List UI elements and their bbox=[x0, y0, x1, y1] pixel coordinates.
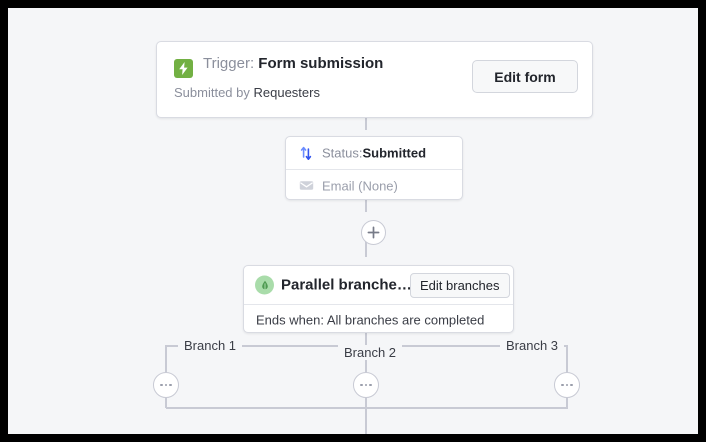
parallel-branches-footer: Ends when: All branches are completed bbox=[244, 304, 513, 332]
trigger-subtitle-value: Requesters bbox=[253, 85, 320, 100]
field-status-text: Status:Submitted bbox=[322, 146, 426, 161]
connector-branch-3-tail bbox=[566, 391, 568, 408]
envelope-icon bbox=[298, 178, 314, 194]
connector-trigger-to-status bbox=[365, 110, 367, 130]
connector-branch-1-down bbox=[165, 345, 167, 373]
ellipsis-icon bbox=[360, 383, 363, 387]
field-status-label: Status: bbox=[322, 145, 363, 161]
trigger-subtitle-prefix: Submitted by bbox=[174, 85, 250, 100]
lightning-bolt-icon bbox=[174, 59, 193, 78]
field-row-status[interactable]: Status:Submitted bbox=[286, 137, 462, 169]
plus-icon bbox=[367, 226, 380, 239]
connector-status-to-add bbox=[365, 192, 367, 212]
sort-arrows-icon bbox=[298, 145, 314, 161]
field-status-value: Submitted bbox=[362, 145, 427, 161]
branch-label-3: Branch 3 bbox=[500, 338, 565, 353]
parallel-branches-title: Parallel branche… bbox=[281, 276, 412, 294]
ellipsis-icon bbox=[561, 383, 564, 387]
trigger-fields-card[interactable]: Status:Submitted Email (None) bbox=[285, 136, 463, 200]
connector-branch-1-tail bbox=[165, 391, 167, 408]
trigger-title: Trigger: Form submission bbox=[203, 55, 383, 72]
connector-parallel-to-fanout bbox=[365, 325, 367, 347]
edit-form-button[interactable]: Edit form bbox=[472, 60, 578, 93]
parallel-branches-footer-text: Ends when: All branches are completed bbox=[256, 312, 485, 327]
add-step-button[interactable] bbox=[361, 220, 386, 245]
connector-add-to-parallel bbox=[365, 237, 367, 257]
workflow-canvas[interactable]: Trigger: Form submission Submitted by Re… bbox=[8, 8, 698, 434]
connector-branch-2-tail bbox=[365, 391, 367, 408]
branch-2-menu-button[interactable] bbox=[353, 372, 379, 398]
field-row-email[interactable]: Email (None) bbox=[286, 169, 462, 199]
trigger-label-value: Form submission bbox=[258, 55, 384, 72]
connector-merge-tail bbox=[365, 407, 367, 434]
branch-label-1: Branch 1 bbox=[178, 338, 243, 353]
trigger-subtitle: Submitted by Requesters bbox=[174, 85, 320, 100]
branch-3-menu-button[interactable] bbox=[554, 372, 580, 398]
trigger-card[interactable]: Trigger: Form submission Submitted by Re… bbox=[156, 41, 593, 118]
branch-1-menu-button[interactable] bbox=[153, 372, 179, 398]
edit-branches-button[interactable]: Edit branches bbox=[410, 273, 510, 298]
branch-icon bbox=[255, 275, 274, 295]
trigger-label-prefix: Trigger: bbox=[203, 55, 255, 72]
branch-label-2: Branch 2 bbox=[338, 345, 403, 360]
ellipsis-icon bbox=[160, 383, 163, 387]
connector-merge-bar bbox=[166, 407, 568, 409]
field-email-label: Email (None) bbox=[322, 178, 398, 193]
parallel-branches-card[interactable]: Parallel branche… Edit branches Ends whe… bbox=[243, 265, 514, 333]
connector-branch-3-down bbox=[566, 345, 568, 373]
